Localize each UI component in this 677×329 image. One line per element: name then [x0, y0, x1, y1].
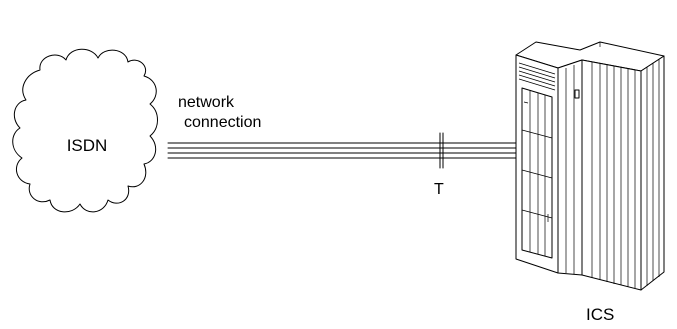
- cloud-icon: ISDN: [12, 48, 158, 213]
- equipment-label: ICS: [586, 305, 614, 324]
- cloud-label: ISDN: [67, 136, 108, 155]
- connection-lines: [167, 142, 519, 159]
- connection-label-line1: network: [178, 94, 235, 111]
- t-reference-marker: [439, 132, 444, 169]
- cabinet-icon: [515, 41, 665, 291]
- interface-label: T: [434, 181, 444, 198]
- connection-label-line2: connection: [184, 114, 261, 131]
